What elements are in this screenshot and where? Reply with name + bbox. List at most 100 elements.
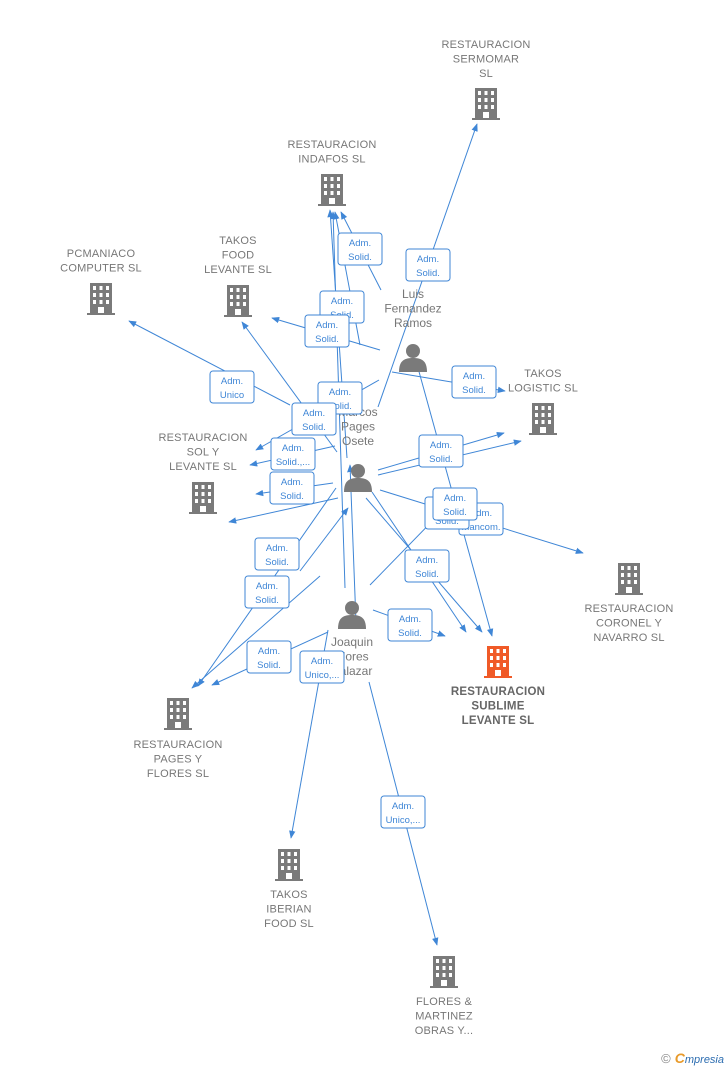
relation-badge[interactable]: Adm.Unico: [209, 370, 255, 404]
company-label-line[interactable]: SERMOMAR: [453, 54, 519, 66]
person-label-line[interactable]: Joaquin: [331, 635, 373, 649]
relation-badge-box[interactable]: [304, 314, 350, 348]
relation-badge-box[interactable]: [380, 795, 426, 829]
company-label-line[interactable]: COMPUTER SL: [60, 263, 142, 275]
relation-badge-box[interactable]: [209, 370, 255, 404]
relation-badge[interactable]: Adm.Unico,...: [380, 795, 426, 829]
company-label-line[interactable]: LEVANTE SL: [169, 461, 237, 473]
company-label-line[interactable]: CORONEL Y: [596, 618, 662, 630]
relation-badge[interactable]: Adm.Solid.: [304, 314, 350, 348]
company-label-line[interactable]: RESTAURACION: [134, 739, 223, 751]
relation-badge[interactable]: Adm.Solid.: [337, 232, 383, 266]
company-label-line[interactable]: IBERIAN: [266, 904, 311, 916]
company-label-line[interactable]: INDAFOS SL: [298, 154, 365, 166]
company-label-line[interactable]: RESTAURACION: [288, 139, 377, 151]
building-icon[interactable]: [318, 174, 346, 206]
company-label-line[interactable]: PCMANIACO: [67, 248, 136, 260]
company-label-line[interactable]: SL: [479, 68, 493, 80]
person-icon[interactable]: [338, 601, 366, 629]
company-node-takos-logistic[interactable]: TAKOS LOGISTIC SL: [508, 368, 578, 435]
relation-badge-box[interactable]: [269, 471, 315, 505]
person-label-line[interactable]: Osete: [342, 434, 374, 448]
company-node-coronel[interactable]: RESTAURACION CORONEL Y NAVARRO SL: [585, 563, 674, 644]
relation-badge-box[interactable]: [387, 608, 433, 642]
company-label-line[interactable]: LEVANTE SL: [462, 715, 535, 727]
person-label-line[interactable]: Ramos: [394, 316, 432, 330]
relation-badge-text: Solid.: [398, 628, 422, 639]
company-label-line[interactable]: FLORES &: [416, 996, 472, 1008]
company-label-line[interactable]: MARTINEZ: [415, 1011, 473, 1023]
company-node-indafos[interactable]: RESTAURACION INDAFOS SL: [288, 139, 377, 206]
company-node-takos-food[interactable]: TAKOS FOOD LEVANTE SL: [204, 235, 272, 317]
company-node-flores-martinez[interactable]: FLORES & MARTINEZ OBRAS Y...: [415, 956, 473, 1037]
copyright-symbol: ©: [661, 1051, 671, 1066]
company-label-line[interactable]: RESTAURACION: [159, 432, 248, 444]
relation-badge-box[interactable]: [404, 549, 450, 583]
relation-badge-box[interactable]: [244, 575, 290, 609]
company-label-line[interactable]: FOOD SL: [264, 918, 314, 930]
relation-badge[interactable]: Adm.Solid.: [387, 608, 433, 642]
building-icon[interactable]: [87, 283, 115, 315]
company-label-line[interactable]: LEVANTE SL: [204, 264, 272, 276]
relation-badge-box[interactable]: [299, 650, 345, 684]
person-icon[interactable]: [399, 344, 427, 372]
building-icon[interactable]: [484, 646, 512, 678]
relation-badge-box[interactable]: [432, 487, 478, 521]
building-icon[interactable]: [164, 698, 192, 730]
relation-badge[interactable]: Adm.Solid.: [432, 487, 478, 521]
relation-badge-box[interactable]: [270, 437, 316, 471]
company-label-line[interactable]: TAKOS: [524, 368, 561, 380]
relation-badge[interactable]: Adm.Solid.: [451, 365, 497, 399]
company-label-line[interactable]: RESTAURACION: [585, 603, 674, 615]
company-label-line[interactable]: TAKOS: [270, 889, 307, 901]
relation-badge-box[interactable]: [254, 537, 300, 571]
relation-badge-box[interactable]: [291, 402, 337, 436]
relation-badge[interactable]: Adm.Unico,...: [299, 650, 345, 684]
company-label-line[interactable]: FLORES SL: [147, 768, 209, 780]
company-label-line[interactable]: RESTAURACION: [442, 39, 531, 51]
empresia-brand[interactable]: ©Cmpresia: [661, 1050, 724, 1066]
building-icon[interactable]: [615, 563, 643, 595]
building-icon[interactable]: [529, 403, 557, 435]
relation-badge-box[interactable]: [337, 232, 383, 266]
person-label-line[interactable]: Fernandez: [384, 302, 441, 316]
relation-badge[interactable]: Adm.Solid.: [254, 537, 300, 571]
person-label-line[interactable]: Luis: [402, 287, 424, 301]
person-label-line[interactable]: Pages: [341, 420, 375, 434]
relation-badge[interactable]: Adm.Solid.,...: [270, 437, 316, 471]
company-label-line[interactable]: LOGISTIC SL: [508, 383, 578, 395]
relation-badge[interactable]: Adm.Solid.: [418, 434, 464, 468]
company-label-line[interactable]: TAKOS: [219, 235, 256, 247]
company-label-line[interactable]: FOOD: [222, 250, 255, 262]
building-icon[interactable]: [275, 849, 303, 881]
relation-badge-box[interactable]: [418, 434, 464, 468]
company-label-line[interactable]: NAVARRO SL: [593, 632, 664, 644]
building-icon[interactable]: [472, 88, 500, 120]
relation-badge[interactable]: Adm.Solid.: [246, 640, 292, 674]
company-node-sermomar[interactable]: RESTAURACION SERMOMAR SL: [442, 39, 531, 120]
building-icon[interactable]: [224, 285, 252, 317]
relation-badge[interactable]: Adm.Solid.: [291, 402, 337, 436]
relation-badge[interactable]: Adm.Solid.: [269, 471, 315, 505]
company-label-line[interactable]: OBRAS Y...: [415, 1025, 473, 1037]
person-icon[interactable]: [344, 464, 372, 492]
relation-badge[interactable]: Adm.Solid.: [405, 248, 451, 282]
company-label-line[interactable]: SUBLIME: [471, 701, 524, 713]
relation-badge-box[interactable]: [451, 365, 497, 399]
company-node-sublime[interactable]: RESTAURACION SUBLIME LEVANTE SL: [451, 646, 545, 727]
building-icon[interactable]: [430, 956, 458, 988]
person-node-marcos[interactable]: MarcosPagesOsete: [338, 405, 378, 492]
company-node-takos-iberian[interactable]: TAKOS IBERIAN FOOD SL: [264, 849, 314, 930]
relation-badge[interactable]: Adm.Solid.: [244, 575, 290, 609]
company-label-line[interactable]: PAGES Y: [154, 754, 203, 766]
company-node-sol-levante[interactable]: RESTAURACION SOL Y LEVANTE SL: [159, 432, 248, 514]
company-label-line[interactable]: RESTAURACION: [451, 686, 545, 698]
building-icon[interactable]: [189, 482, 217, 514]
company-node-pcmaniaco[interactable]: PCMANIACO COMPUTER SL: [60, 248, 142, 315]
company-node-pages-flores[interactable]: RESTAURACION PAGES Y FLORES SL: [134, 698, 223, 780]
relation-badge-box[interactable]: [405, 248, 451, 282]
relation-badge-box[interactable]: [246, 640, 292, 674]
relation-badge[interactable]: Adm.Solid.: [404, 549, 450, 583]
company-label-line[interactable]: SOL Y: [187, 447, 220, 459]
